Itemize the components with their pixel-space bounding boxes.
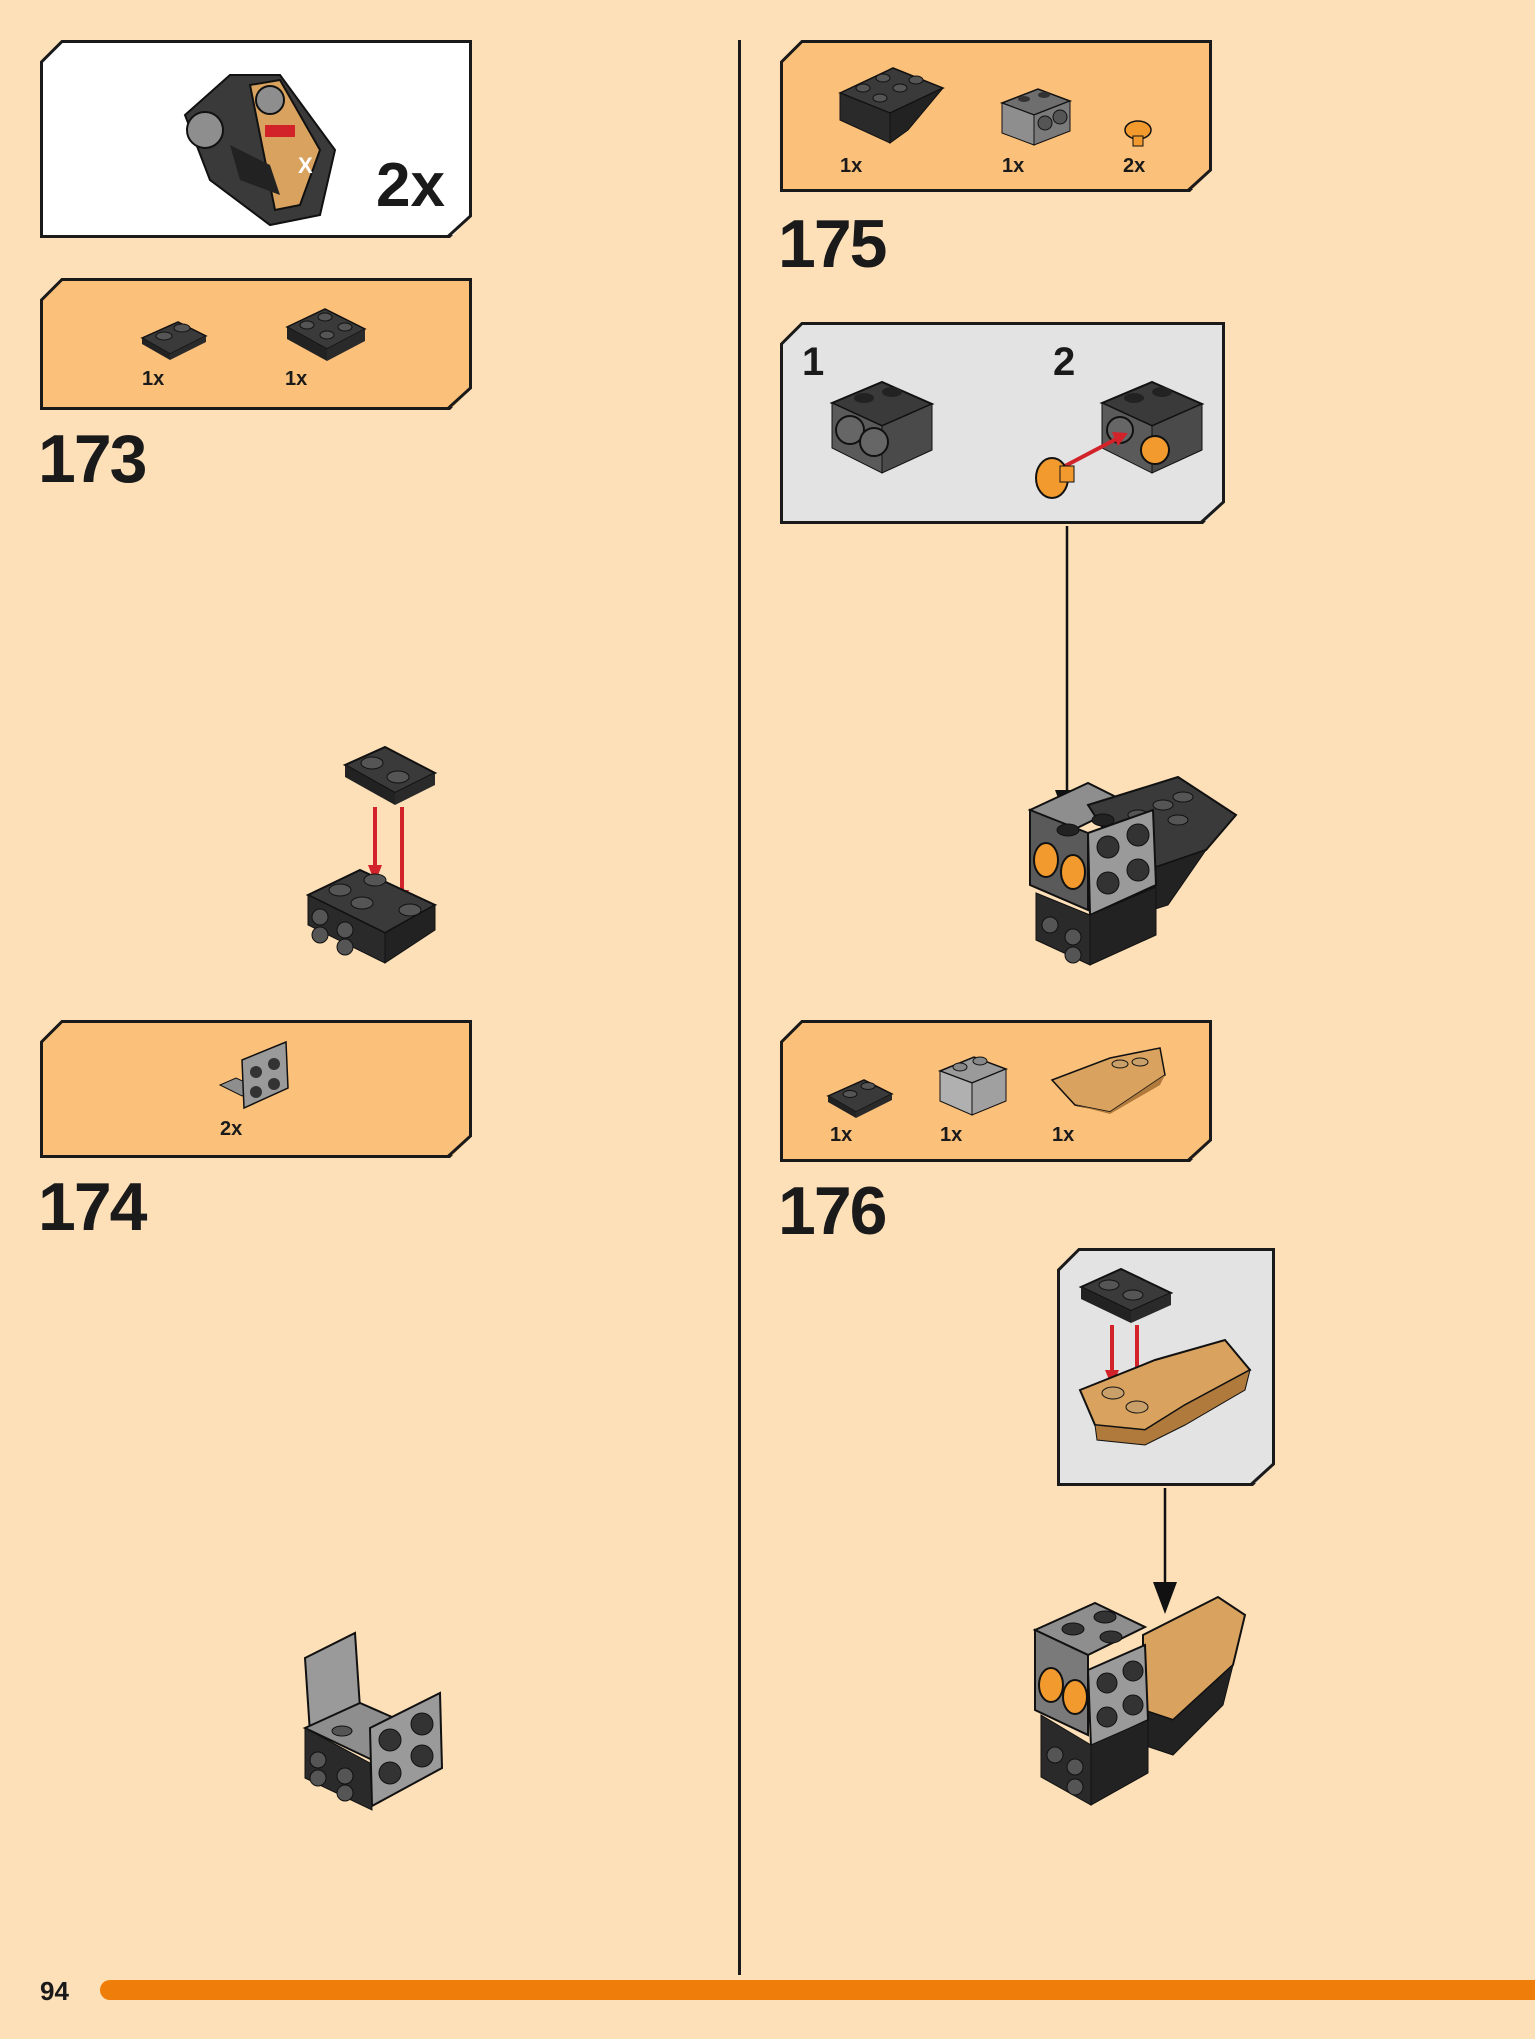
substep-2-label: 2: [1053, 340, 1076, 384]
substep-1-technic-brick: [829, 380, 935, 474]
step-176-part-2-qty: 1x: [940, 1124, 963, 1146]
step-174-number: 174: [38, 1169, 147, 1245]
step-173-assembly: [305, 745, 438, 964]
step-173-part-2-qty: 1x: [285, 368, 308, 390]
bracket-plate-icon: [218, 1040, 289, 1110]
brick-1x2-icon: [937, 1056, 1009, 1116]
technic-brick-icon: [999, 88, 1073, 146]
footer-accent-bar: [100, 1980, 1535, 2000]
step-176-assembly: [1032, 1595, 1247, 1806]
step-173-part-1-qty: 1x: [142, 368, 165, 390]
submodel-vehicle-image: X: [183, 74, 337, 227]
step-176-callout-arrow: [1153, 1488, 1177, 1614]
tile-1x2-icon: [826, 1079, 894, 1118]
slope-brick-icon: [838, 67, 945, 144]
bracket-plate-icon: [285, 308, 367, 361]
round-pin-icon: [1124, 120, 1152, 147]
column-divider: [738, 40, 741, 1975]
plate-1x2-icon: [140, 321, 208, 360]
step-176-subassembly: [1078, 1267, 1252, 1446]
step-176-part-1-qty: 1x: [830, 1124, 853, 1146]
substep-2-assembly: [1035, 380, 1205, 499]
step-174-assembly: [302, 1631, 444, 1811]
step-176-number: 176: [778, 1173, 887, 1249]
step-176-part-3-qty: 1x: [1052, 1124, 1075, 1146]
step-173-number: 173: [38, 421, 147, 497]
step-175-part-3-qty: 2x: [1123, 155, 1146, 177]
step-175-part-1-qty: 1x: [840, 155, 863, 177]
step-175-number: 175: [778, 206, 887, 282]
page-number: 94: [40, 1976, 69, 2006]
step-173-parts-box: [40, 278, 472, 410]
step-174-part-1-qty: 2x: [220, 1118, 243, 1140]
step-175-part-2-qty: 1x: [1002, 155, 1025, 177]
step-175-assembly: [1027, 775, 1238, 966]
svg-text:X: X: [298, 153, 313, 178]
gold-wedge-icon: [1050, 1047, 1166, 1114]
submodel-quantity: 2x: [376, 151, 445, 220]
substep-1-label: 1: [802, 340, 825, 384]
